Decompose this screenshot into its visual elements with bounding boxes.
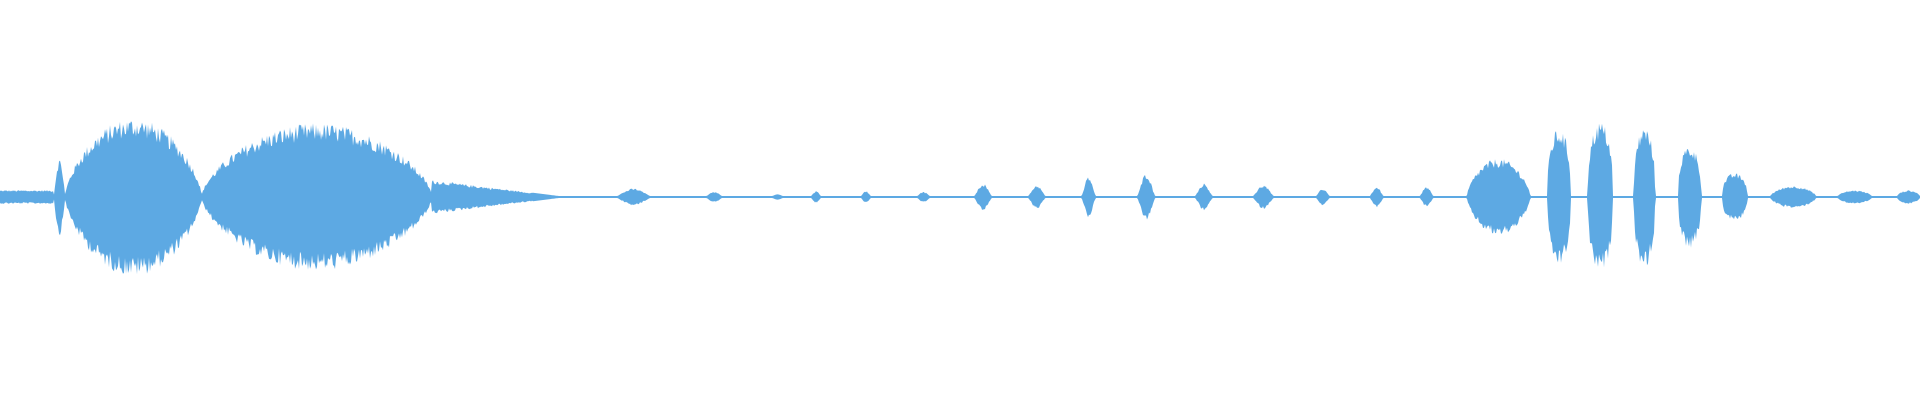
waveform-bars	[0, 121, 1920, 275]
waveform-shape	[0, 121, 1920, 275]
